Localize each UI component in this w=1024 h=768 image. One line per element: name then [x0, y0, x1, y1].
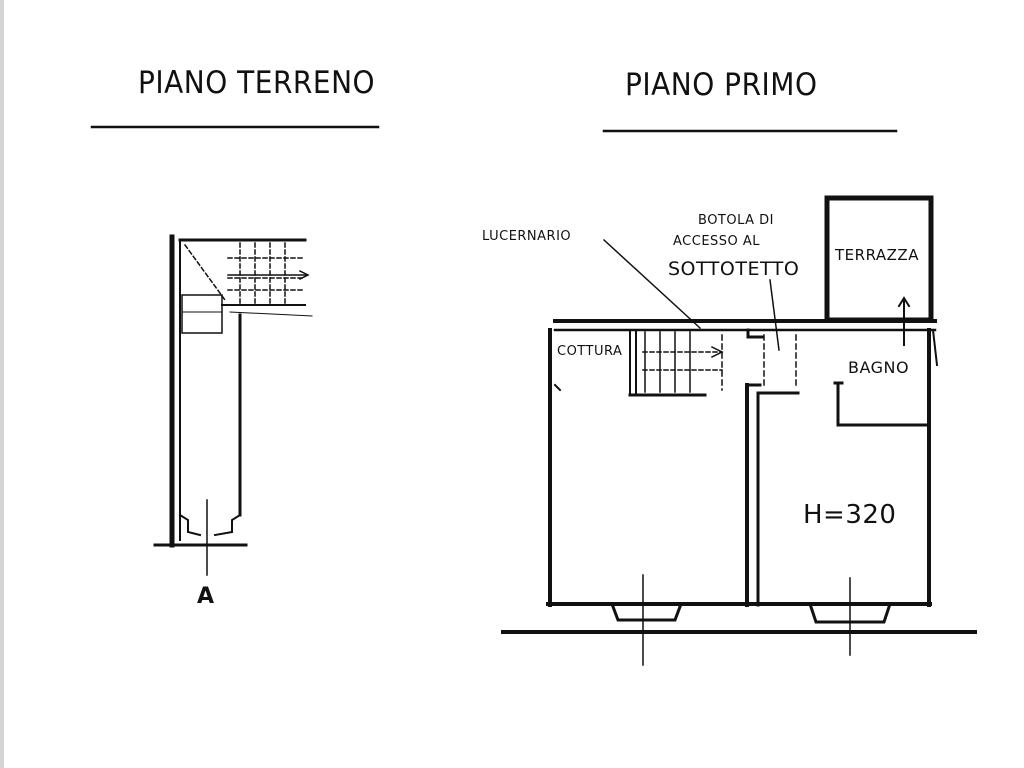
- hatch-label-line3: SOTTOTETTO: [668, 258, 800, 280]
- hatch-label-line2: ACCESSO AL: [673, 234, 761, 249]
- kitchen-label: COTTURA: [557, 344, 623, 359]
- first-floor-title: PIANO PRIMO: [625, 66, 818, 103]
- ground-floor-title: PIANO TERRENO: [138, 64, 376, 101]
- hatch-label-line1: BOTOLA DI: [698, 213, 775, 228]
- entrance-marker: A: [197, 584, 215, 609]
- first-floor-plan: [501, 195, 977, 666]
- terrace-label: TERRAZZA: [835, 246, 919, 264]
- page-edge: [0, 0, 4, 768]
- skylight-label: LUCERNARIO: [482, 229, 572, 244]
- bathroom-label: BAGNO: [848, 358, 910, 377]
- ceiling-height-label: H=320: [803, 500, 897, 530]
- terrace-outline: [824, 195, 934, 323]
- ground-floor-plan: [153, 234, 313, 576]
